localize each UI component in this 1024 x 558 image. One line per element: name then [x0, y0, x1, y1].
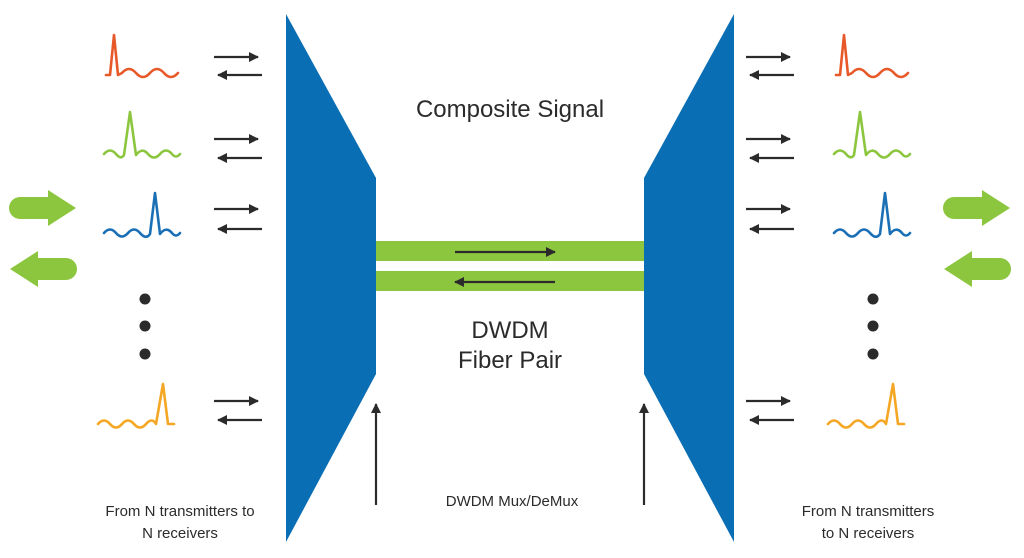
left-ellipsis-dots-icon	[139, 293, 151, 360]
mux-demux-label: DWDM Mux/DeMux	[446, 493, 579, 510]
fiber-pair	[374, 241, 644, 291]
wave-signal-icon	[102, 191, 182, 239]
wave-signal-icon	[104, 33, 180, 79]
right-side-arrows	[943, 190, 1011, 287]
left-channel-arrows	[214, 52, 262, 425]
green-left-arrow-icon	[944, 251, 1011, 287]
fiber-pair-label-line2: Fiber Pair	[458, 347, 562, 374]
right-caption-line1: From N transmitters	[802, 503, 935, 520]
wave-signal-icon	[832, 110, 912, 159]
right-mux-demux	[644, 14, 734, 542]
right-caption-line2: to N receivers	[822, 525, 915, 542]
left-side-arrows	[9, 190, 77, 287]
right-channel-arrows	[746, 52, 794, 425]
green-right-arrow-icon	[943, 190, 1010, 226]
wave-signal-icon	[826, 382, 906, 429]
left-caption-line2: N receivers	[142, 525, 218, 542]
left-mux-demux	[286, 14, 376, 542]
right-ellipsis-dots-icon	[867, 293, 879, 360]
fiber-pair-label-line1: DWDM	[471, 317, 548, 344]
composite-signal-label: Composite Signal	[416, 96, 604, 123]
wave-signal-icon	[832, 191, 912, 239]
wave-signal-icon	[96, 382, 176, 429]
wave-signal-icon	[834, 33, 910, 79]
left-caption-line1: From N transmitters to	[105, 503, 254, 520]
green-right-arrow-icon	[9, 190, 76, 226]
green-left-arrow-icon	[10, 251, 77, 287]
wave-signal-icon	[102, 110, 182, 159]
